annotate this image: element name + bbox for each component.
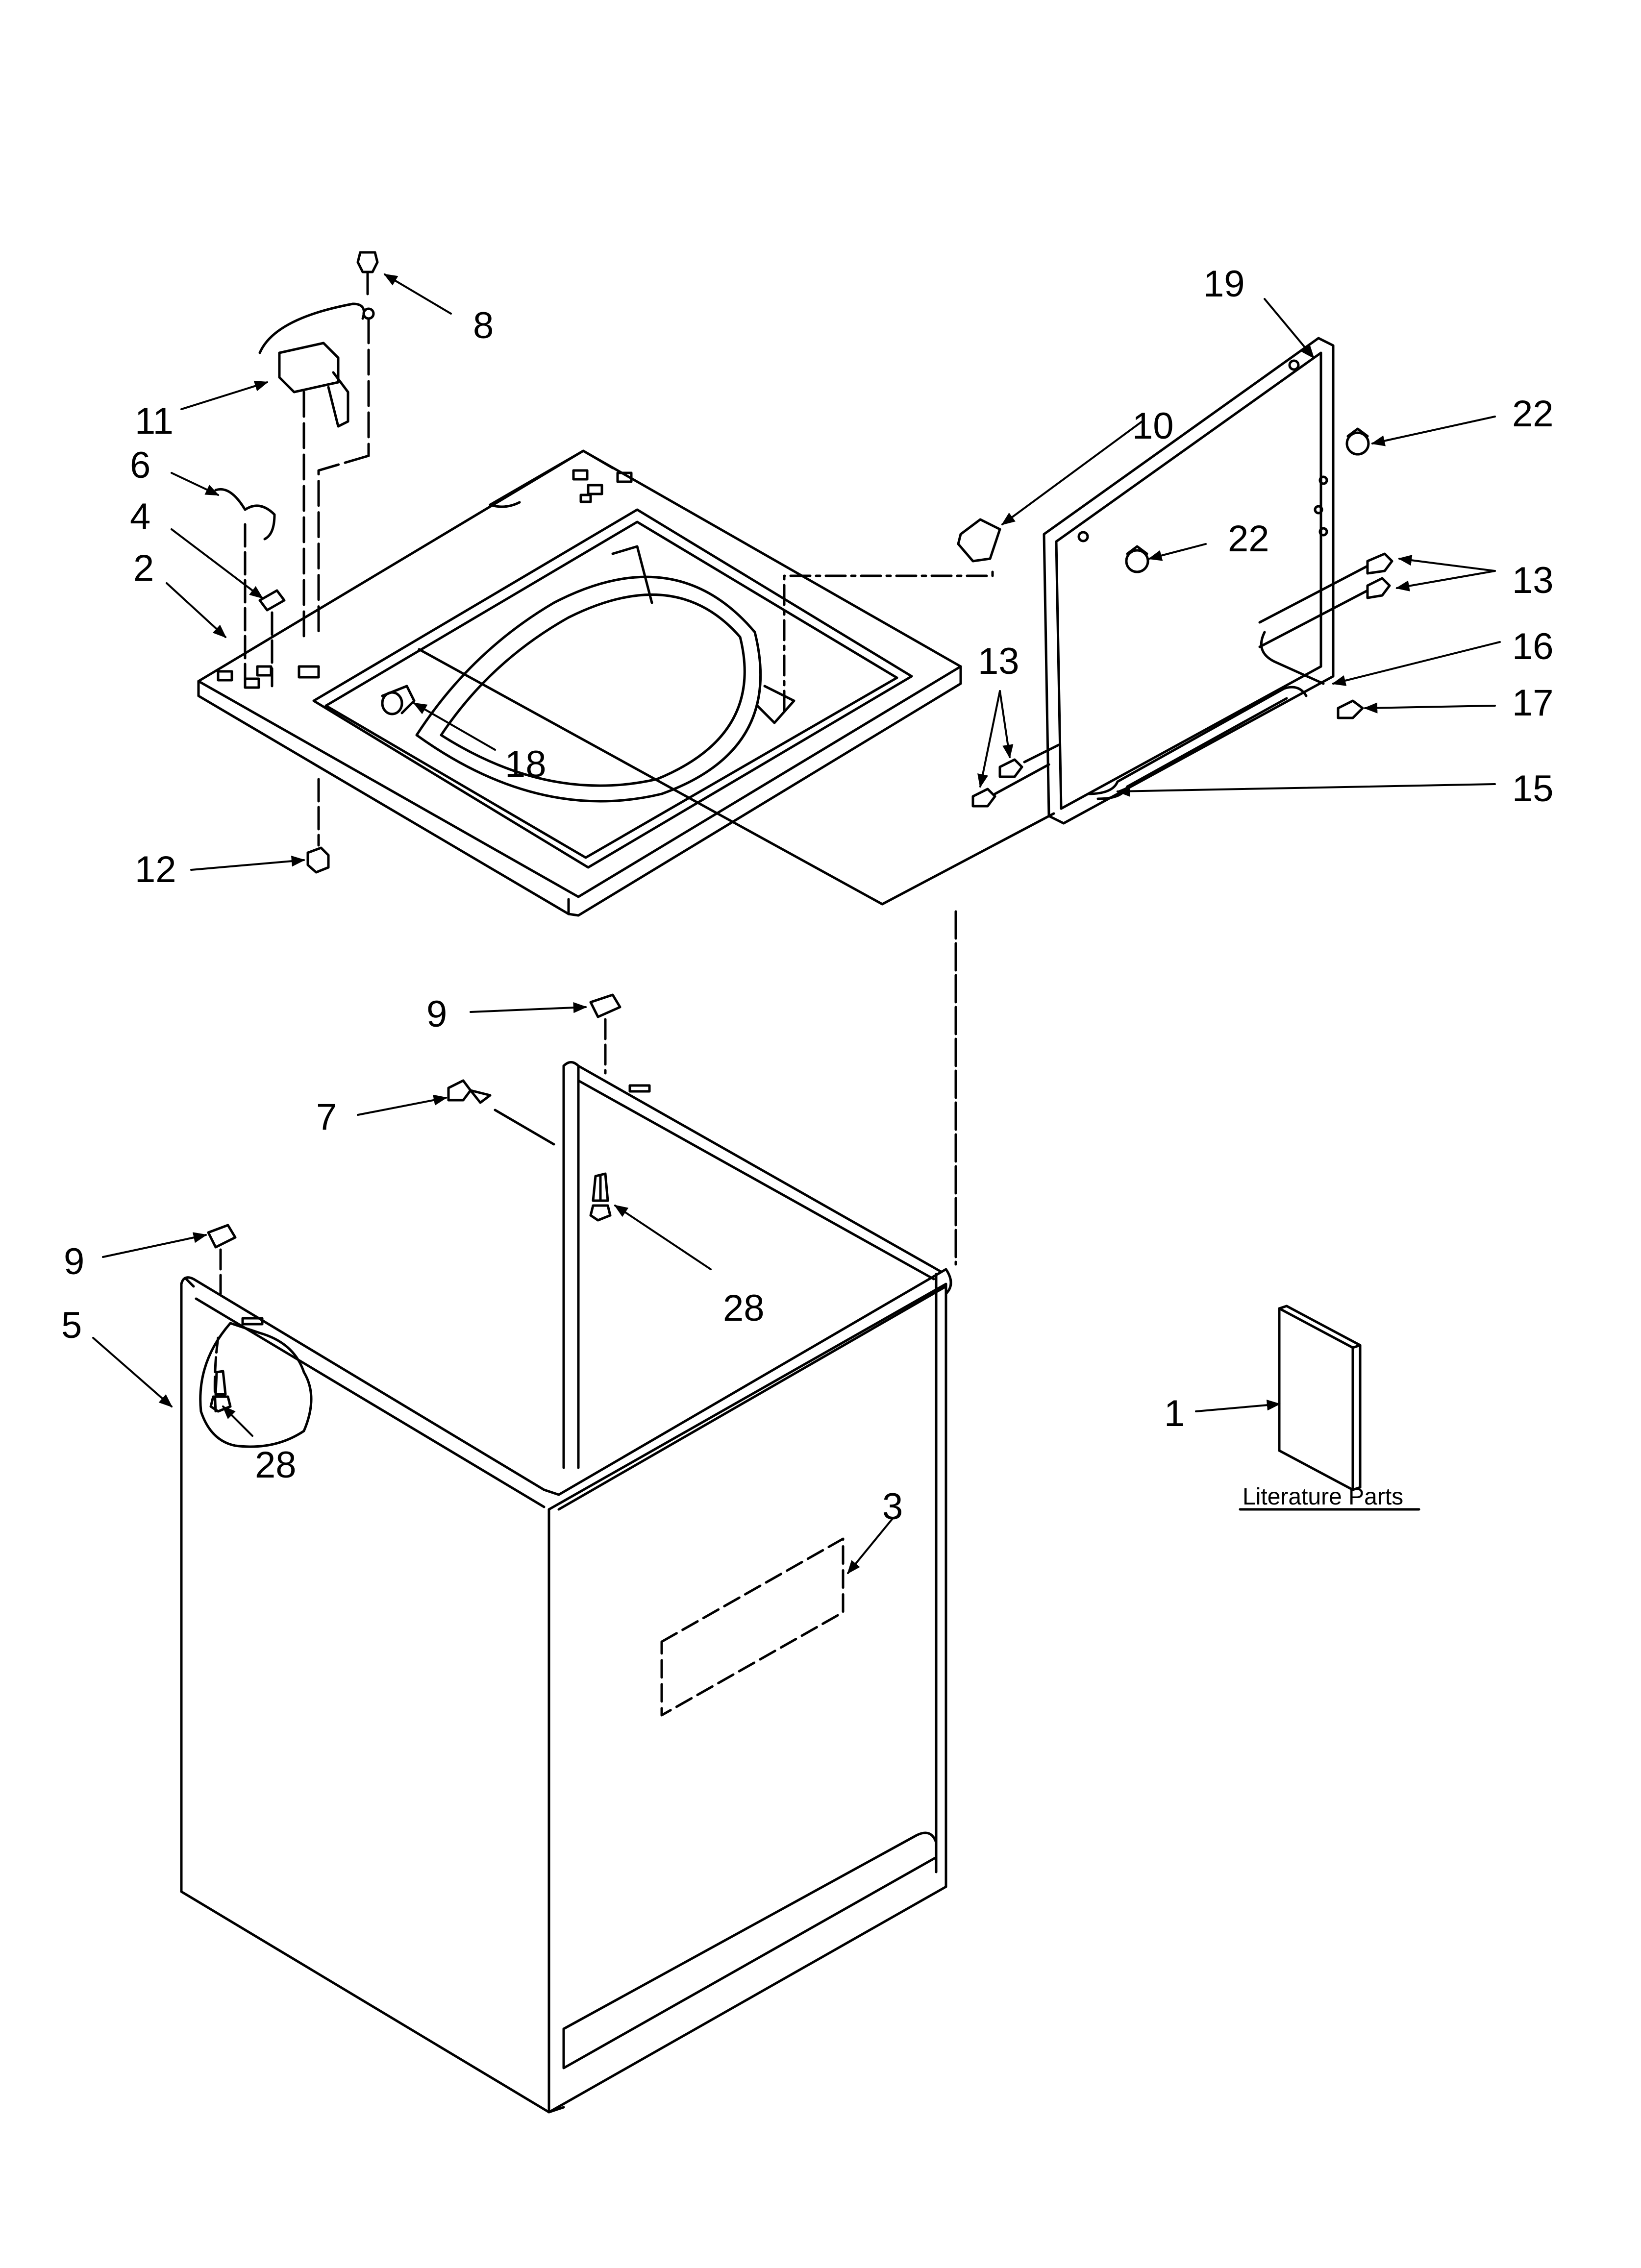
literature-parts-caption: Literature Parts <box>1243 1484 1403 1510</box>
bracket-4 <box>258 589 286 612</box>
callout-12: 12 <box>135 849 176 890</box>
callout-8: 8 <box>473 305 494 346</box>
screws-13-right <box>1258 552 1393 648</box>
callout-13a: 13 <box>1512 560 1554 601</box>
washer-top-panel <box>197 449 962 917</box>
leader-dashdot <box>783 565 994 712</box>
literature-booklet <box>1278 1305 1362 1491</box>
callout-16: 16 <box>1512 626 1554 667</box>
callout-19: 19 <box>1203 263 1245 305</box>
lid <box>1043 337 1335 825</box>
screws-13-left <box>971 743 1060 808</box>
callout-22b: 22 <box>1228 518 1269 560</box>
screw-28-rear <box>589 1172 612 1222</box>
cabinet <box>180 1061 952 2114</box>
callout-13b: 13 <box>978 641 1019 682</box>
callout-3: 3 <box>882 1486 903 1528</box>
callout-9b: 9 <box>64 1241 84 1282</box>
callout-10: 10 <box>1132 405 1174 447</box>
callout-22a: 22 <box>1512 393 1554 435</box>
lid-hinge-line <box>418 648 1055 906</box>
lid-switch-11 <box>258 302 365 639</box>
callout-17: 17 <box>1512 682 1554 724</box>
hinge-cap-10 <box>957 518 1001 563</box>
hinge-rod-upper <box>1260 631 1325 685</box>
clip-9-front <box>207 1224 237 1249</box>
callout-11: 11 <box>135 400 174 442</box>
hinge-rod-lower-inner <box>1096 697 1288 800</box>
nut-12 <box>306 846 330 874</box>
screw-17 <box>1337 699 1364 719</box>
hinge-rod-lower <box>1087 686 1308 795</box>
callout-15: 15 <box>1512 768 1554 810</box>
bumper-22-top <box>1345 427 1370 456</box>
bumper-22-mid <box>1125 545 1149 573</box>
callout-28b: 28 <box>255 1444 297 1486</box>
callout-1: 1 <box>1164 1393 1185 1434</box>
callout-7: 7 <box>316 1096 337 1138</box>
screw-8 <box>317 251 379 639</box>
leader-arrows <box>92 273 1501 1575</box>
callout-5: 5 <box>61 1305 82 1346</box>
callout-18: 18 <box>505 743 547 785</box>
callout-6: 6 <box>130 444 150 486</box>
callout-28a: 28 <box>723 1287 765 1329</box>
screw-7 <box>447 1079 555 1146</box>
clip-9-rear <box>589 993 622 1018</box>
bumper-18 <box>381 685 416 715</box>
callout-2: 2 <box>133 547 154 589</box>
clip-6 <box>214 488 276 541</box>
callout-4: 4 <box>130 496 150 538</box>
callout-9a: 9 <box>426 993 447 1035</box>
